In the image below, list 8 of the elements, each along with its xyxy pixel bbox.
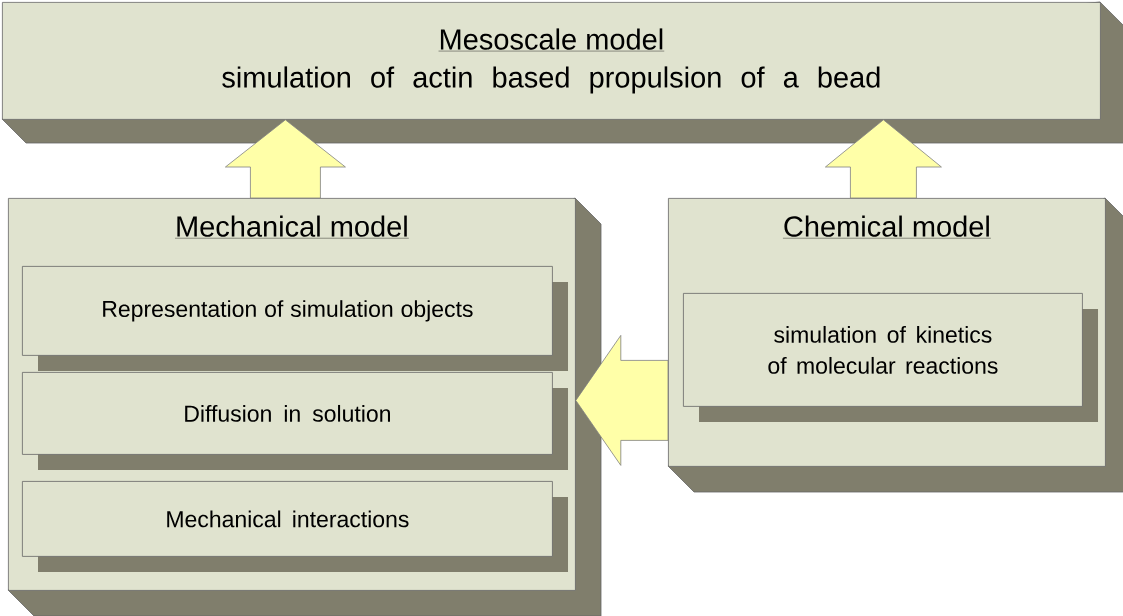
- text-box: Mechanical interactions: [22, 481, 568, 572]
- 3d-box: Mesoscale model simulation of actin based propulsion of a bead: [1, 1, 1123, 144]
- block-arrow: [825, 119, 942, 199]
- text-box: simulation of kinetics of molecular reactions: [683, 293, 1098, 422]
- text-box: Diffusion in solution: [22, 372, 568, 470]
- block-arrow: [225, 119, 346, 199]
- block-arrow: [575, 335, 669, 466]
- text-box: Representation of simulation objects: [22, 266, 568, 371]
